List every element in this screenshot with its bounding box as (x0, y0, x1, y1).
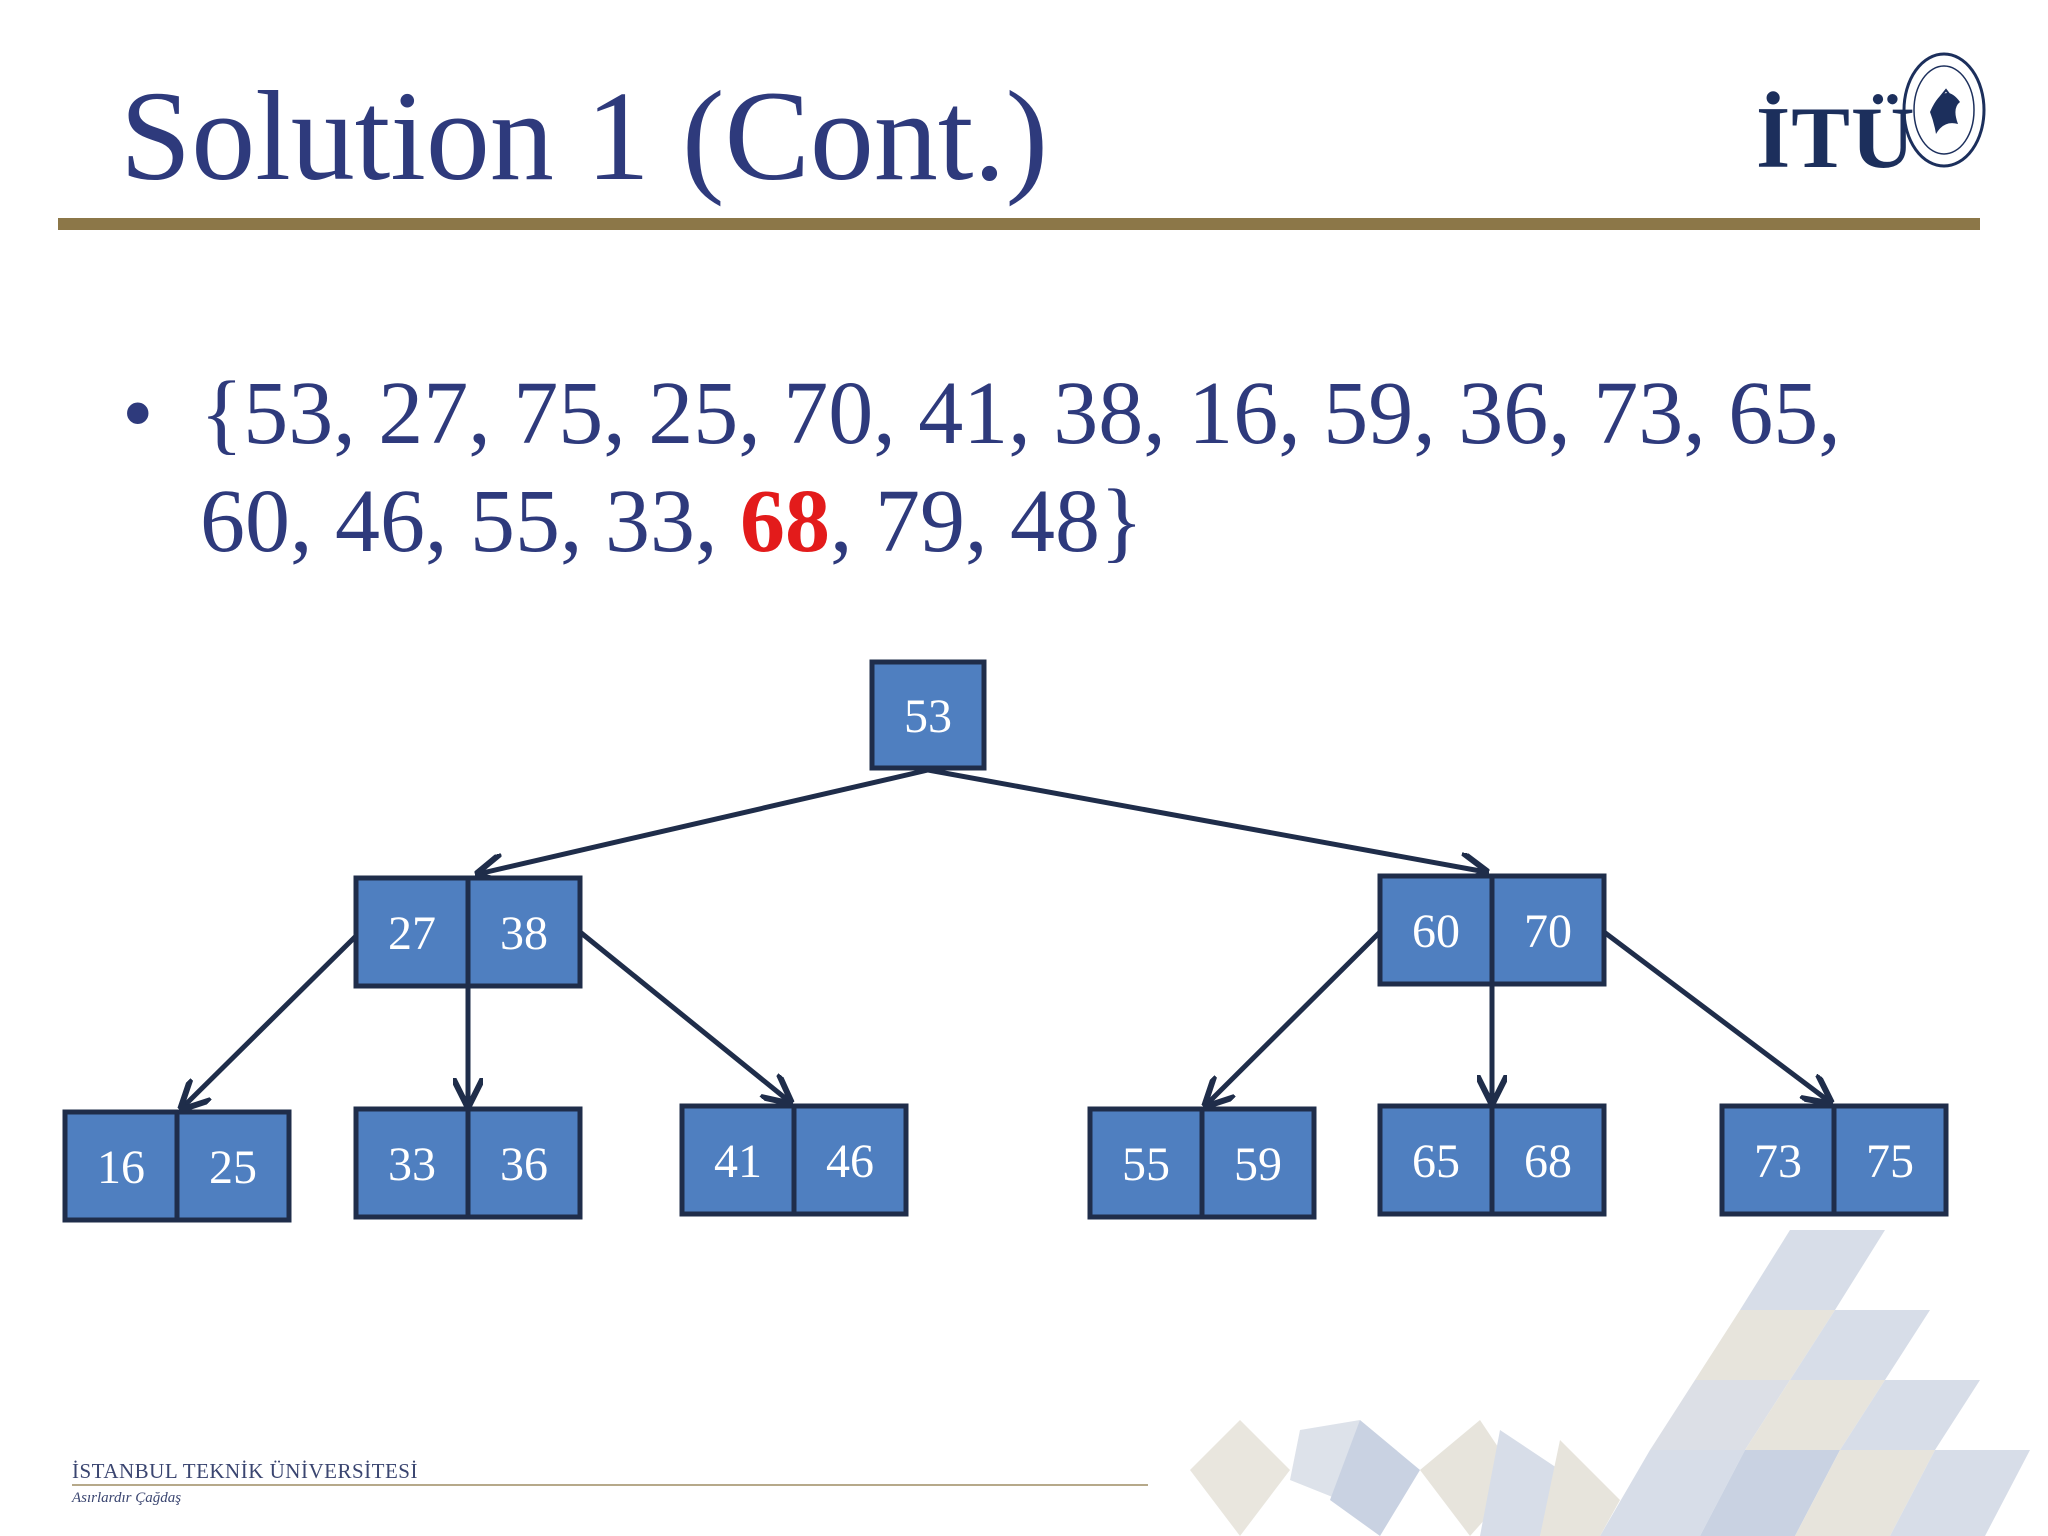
key-cell (353, 875, 471, 989)
key-cell (1489, 1103, 1607, 1217)
key-label: 65 (1412, 1135, 1460, 1188)
edge-right-leaf6 (1602, 930, 1830, 1102)
key-label: 70 (1524, 905, 1572, 958)
key-label: 55 (1122, 1138, 1170, 1191)
key-cell (1719, 1103, 1837, 1217)
tree-node-leaf3: 41 46 (679, 1103, 909, 1217)
edge-root-right (927, 767, 1486, 872)
key-label: 59 (1234, 1138, 1282, 1191)
key-cell (1377, 1103, 1495, 1217)
key-cell (353, 1106, 471, 1220)
tree-node-right: 60 70 (1377, 873, 1607, 987)
bullet-icon: • (122, 364, 154, 463)
key-label: 46 (826, 1135, 874, 1188)
key-cell (465, 1106, 583, 1220)
key-label: 41 (714, 1135, 762, 1188)
key-label: 73 (1754, 1135, 1802, 1188)
key-label: 33 (388, 1138, 436, 1191)
tree-node-left: 27 38 (353, 875, 583, 989)
tree-node-root: 53 (869, 659, 987, 771)
key-cell (174, 1109, 292, 1223)
key-label: 25 (209, 1141, 257, 1194)
key-label: 60 (1412, 905, 1460, 958)
footer-tagline: Asırlardır Çağdaş (72, 1490, 182, 1506)
tree-node-leaf4: 55 59 (1087, 1106, 1317, 1220)
page-title: Solution 1 (Cont.) (120, 65, 1049, 207)
edge-right-leaf4 (1206, 930, 1382, 1105)
highlighted-key: 68 (740, 472, 830, 571)
tree-edges (182, 767, 1830, 1108)
footer-divider (72, 1484, 1148, 1486)
sequence-start: {53, 27, 75, 25, 70, 41, 38, 16, 59, 36,… (200, 364, 1841, 571)
insertion-sequence: {53, 27, 75, 25, 70, 41, 38, 16, 59, 36,… (200, 360, 1920, 576)
university-seal-icon (1902, 52, 1986, 168)
key-label: 16 (97, 1141, 145, 1194)
key-label: 27 (388, 907, 436, 960)
key-label: 53 (904, 690, 952, 743)
title-divider (58, 218, 1980, 230)
edge-left-leaf3 (578, 930, 790, 1102)
key-cell (869, 659, 987, 771)
logo-text: İTÜ (1756, 90, 1916, 187)
edge-root-left (478, 767, 929, 874)
key-cell (1489, 873, 1607, 987)
tree-node-leaf6: 73 75 (1719, 1103, 1949, 1217)
key-label: 68 (1524, 1135, 1572, 1188)
key-cell (679, 1103, 797, 1217)
key-label: 75 (1866, 1135, 1914, 1188)
edge-left-leaf1 (182, 934, 358, 1108)
key-cell (1831, 1103, 1949, 1217)
key-label: 38 (500, 907, 548, 960)
key-label: 36 (500, 1138, 548, 1191)
key-cell (791, 1103, 909, 1217)
key-cell (1377, 873, 1495, 987)
footer-university-name: İSTANBUL TEKNİK ÜNİVERSİTESİ (72, 1459, 418, 1483)
key-cell (465, 875, 583, 989)
key-cell (1087, 1106, 1205, 1220)
tree-node-leaf2: 33 36 (353, 1106, 583, 1220)
sequence-end: , 79, 48} (830, 472, 1144, 571)
key-cell (1199, 1106, 1317, 1220)
itu-logo: İTÜ (1750, 50, 1986, 190)
tree-node-leaf5: 65 68 (1377, 1103, 1607, 1217)
